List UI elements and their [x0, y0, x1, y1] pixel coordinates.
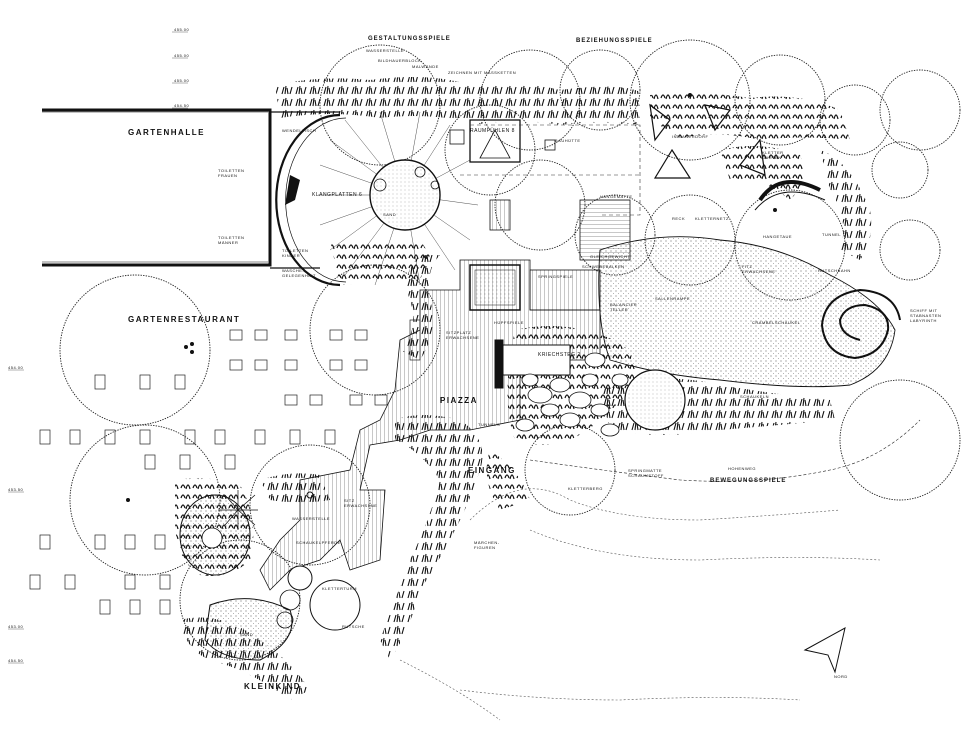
label-elev4: 454.50: [174, 103, 190, 108]
site-boundary: [399, 488, 881, 721]
north-arrow-icon: [803, 627, 846, 674]
restaurant-tables: [29, 319, 421, 615]
label-gestaltungsspiele: GESTALTUNGSSPIELE: [368, 36, 451, 42]
label-elev3: 455.00: [174, 78, 190, 83]
label-marchen: MÄRCHEN-FIGUREN: [474, 540, 500, 550]
label-hangetaue: HANGETAUE: [763, 234, 793, 239]
label-springspiele: SPRINGSPIELE: [538, 274, 574, 279]
label-schaukelpferde: SCHAUKELPFERDE: [296, 540, 341, 545]
kleinkind-features: [179, 490, 361, 661]
label-sitz-erwachsene2: SITZ ERWACHSENE: [344, 498, 378, 508]
label-wasserstelle2: WASSERSTELLE: [292, 516, 331, 521]
label-sand2: SAND: [240, 632, 254, 637]
elevation-marks: [8, 31, 188, 664]
piazza-blocks: [469, 264, 571, 389]
label-kletterberg: KLETTERBERG: [568, 486, 603, 491]
label-kletternetz: KLETTERNETZ: [695, 216, 729, 221]
label-wendeltisch: WENDELTISCH: [282, 128, 317, 133]
label-hangematte: HÄNGEMATTE: [600, 194, 633, 199]
label-kletter-garten: KLETTER GARTEN: [762, 150, 784, 160]
label-sand: SAND: [383, 212, 397, 217]
label-rutschbahn: RUTSCHBAHN: [818, 268, 851, 273]
label-rutsche: RUTSCHE: [342, 624, 365, 629]
label-hupfspiele: HÜPFSPIELE: [494, 320, 524, 325]
label-indianerdorf: INDIANERDORF: [672, 134, 709, 139]
label-bauhutte: BAUHÜTTE: [555, 138, 581, 143]
deck-areas: [259, 199, 631, 591]
label-tunnel: TUNNEL: [822, 232, 842, 237]
label-kletterturm: KLETTERTURM: [322, 586, 357, 591]
label-crambel: CRAMBELSCHAUKEL: [752, 320, 801, 325]
label-bewegungsspiele: BEWEGUNGSSPIELE: [710, 478, 787, 484]
sand-area: [529, 236, 921, 482]
label-bildhauerblock: BILDHAUERBLOCK: [378, 58, 422, 63]
labyrinth-spiral: [820, 288, 901, 360]
label-kriechsteg: KRIECHSTEG 2: [538, 352, 581, 358]
label-elev6: 453.50: [8, 487, 24, 492]
label-kleinkind: KLEINKIND: [244, 682, 302, 691]
label-elev5: 454.00: [8, 365, 24, 370]
label-hohenweg: HOHENWEG: [728, 466, 756, 471]
label-north: NORD: [834, 674, 848, 679]
label-schwebebalken: SCHWEBEBALKEN: [582, 264, 625, 269]
label-toiletten-manner: TOILETTEN MÄNNER: [218, 235, 245, 245]
label-piazza: PIAZZA: [440, 396, 478, 405]
label-elev1: 455.00: [174, 27, 190, 32]
label-elev7: 453.00: [8, 624, 24, 629]
label-malwande: MALWÄNDE: [412, 64, 439, 69]
label-schaukeln: SCHAUKELN: [740, 394, 769, 399]
label-zeichnen: ZEICHNEN MIT MASSKETTEN: [448, 70, 517, 75]
label-eingang: EINGANG: [468, 466, 516, 475]
label-beziehungsspiele: BEZIEHUNGSSPIELE: [576, 38, 653, 44]
stone-cluster: [515, 352, 629, 437]
label-toiletten-frauen: TOILETTEN FRAUEN: [218, 168, 245, 178]
label-wasche: WASCHE-GELEGENHEIT: [282, 268, 316, 278]
label-schiff: SCHIFF MIT STABNASTEN LABYRINTH: [910, 308, 942, 323]
label-balancier-teller: BALANCIER TELLER: [610, 302, 638, 312]
label-raumfuhlen: RAUMFÜHLEN 8: [470, 128, 515, 134]
label-tunnels: TUNNELS: [478, 422, 501, 427]
label-fitz-erwachsene: FITZ ERWACHSENE: [742, 264, 776, 274]
gartenhalle-building: [42, 108, 340, 269]
label-gallerampe: SALLENRAMPE: [655, 296, 691, 301]
label-toiletten-kinder: TOILETTEN KINDER: [282, 248, 309, 258]
label-wasserstelle: WASSERSTELLE: [366, 48, 405, 53]
label-klangplatten: KLANGPLATTEN 6: [312, 192, 363, 198]
label-reck: RECK: [672, 216, 686, 221]
label-gartenhalle: GARTENHALLE: [128, 128, 205, 137]
label-springmatte: SPRINGMATTE SCHAUMSTOFF: [628, 468, 664, 478]
label-gartenrestaurant: GARTENRESTAURANT: [128, 315, 241, 324]
raumfuhlen-box: [449, 119, 556, 163]
small-features: [126, 93, 777, 502]
label-gleichgewicht: GLEICHGEWICHT: [590, 254, 631, 259]
kletter-garten: [649, 103, 826, 211]
label-elev2: 455.00: [174, 53, 190, 58]
label-elev8: 454.50: [8, 658, 24, 663]
klangplatten-feature: [275, 111, 479, 287]
label-sitzplatz: SITZPLATZ ERWACHSENE: [446, 330, 480, 340]
schaukeln: [624, 369, 686, 431]
